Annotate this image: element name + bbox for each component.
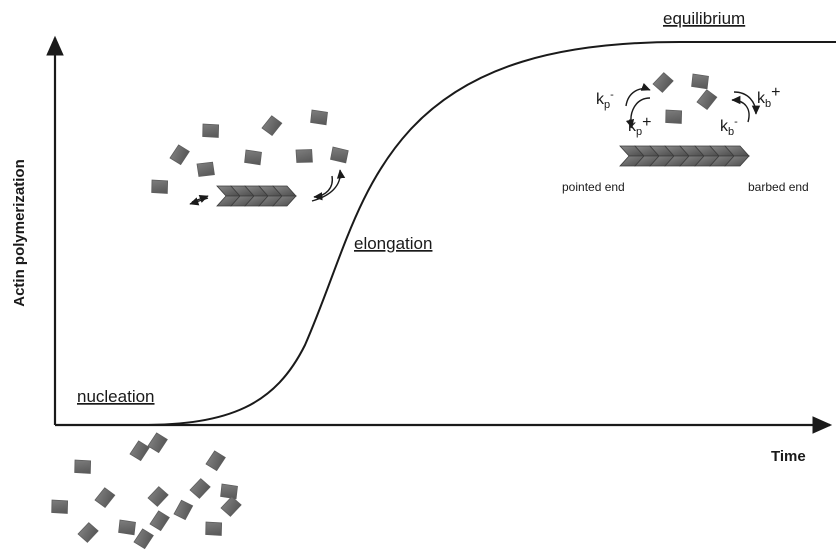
- actin-monomer-icon: [149, 510, 170, 532]
- phase-label-elongation: elongation: [354, 234, 432, 253]
- actin-monomer-icon: [196, 161, 215, 177]
- actin-monomer-icon: [94, 487, 116, 508]
- actin-monomer-icon: [665, 109, 683, 124]
- nucleation-illustration: [51, 432, 242, 550]
- y-axis-label: Actin polymerization: [11, 159, 28, 307]
- phase-label-nucleation: nucleation: [77, 387, 155, 406]
- actin-monomer-icon: [151, 179, 169, 194]
- actin-monomer-icon: [244, 149, 262, 166]
- exchange-arrow-icon: [625, 82, 761, 129]
- filament-subunit: [272, 195, 297, 207]
- actin-monomer-icon: [310, 109, 328, 126]
- actin-monomer-icon: [77, 522, 99, 543]
- actin-monomer-icon: [652, 72, 718, 124]
- actin-monomer-icon: [173, 499, 194, 521]
- exchange-arrow-icon: [189, 169, 346, 206]
- actin-monomer-icon: [74, 459, 92, 474]
- actin-monomer-icon: [295, 149, 313, 163]
- pointed-end-label: pointed end: [562, 180, 625, 194]
- actin-monomer-icon: [133, 528, 154, 550]
- actin-monomer-icon: [151, 109, 349, 194]
- phase-label-equilibrium: equilibrium: [663, 9, 745, 28]
- actin-monomer-icon: [220, 496, 242, 517]
- actin-monomer-icon: [169, 144, 190, 166]
- actin-monomer-icon: [220, 483, 238, 500]
- actin-monomer-icon: [202, 123, 220, 138]
- actin-monomer-icon: [691, 73, 709, 90]
- actin-filament-icon: [619, 145, 750, 167]
- actin-monomer-icon: [696, 89, 718, 110]
- actin-monomer-icon: [261, 115, 283, 136]
- actin-monomer-icon: [330, 146, 349, 164]
- rate-kp-plus: kp+: [628, 114, 651, 138]
- polymerization-curve: [55, 41, 836, 426]
- actin-monomer-icon: [205, 450, 226, 472]
- actin-monomer-icon: [147, 432, 168, 454]
- rate-kp-minus: kp-: [596, 89, 614, 111]
- actin-monomer-icon: [51, 432, 242, 550]
- actin-monomer-icon: [129, 440, 150, 462]
- barbed-end-label: barbed end: [748, 180, 809, 194]
- actin-filament-icon: [216, 185, 297, 207]
- equilibrium-illustration: kp- kp+ kb+ kb- pointed end barbed end: [562, 72, 809, 194]
- rate-kb-minus: kb-: [720, 116, 738, 138]
- x-axis-label: Time: [771, 448, 806, 465]
- actin-monomer-icon: [118, 519, 136, 536]
- filament-subunit: [724, 155, 750, 167]
- elongation-illustration: [151, 109, 349, 207]
- rate-kb-plus: kb+: [757, 84, 780, 110]
- actin-monomer-icon: [189, 478, 211, 499]
- actin-monomer-icon: [205, 521, 223, 536]
- actin-monomer-icon: [51, 499, 69, 514]
- actin-monomer-icon: [652, 72, 674, 93]
- actin-monomer-icon: [147, 486, 169, 507]
